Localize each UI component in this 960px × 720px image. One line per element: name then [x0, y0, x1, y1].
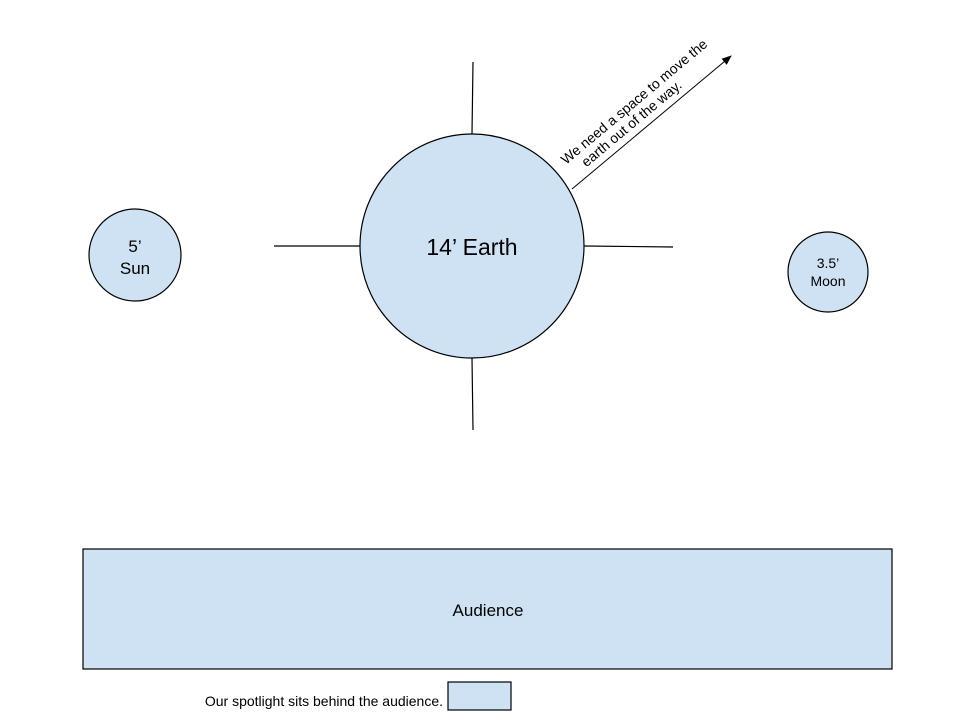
move-earth-arrow [571, 55, 732, 190]
audience-box [82, 548, 893, 670]
audience-label: Audience [453, 601, 524, 620]
sun-circle [88, 208, 182, 302]
note-line-2: earth out of the way. [578, 77, 685, 170]
spotlight-swatch [447, 681, 512, 711]
moon-size-label: 3.5’ [817, 255, 840, 271]
note-line-1: We need a space to move the [558, 36, 711, 168]
spotlight-caption: Our spotlight sits behind the audience. [205, 693, 443, 709]
earth-axis-top [471, 61, 474, 135]
earth-label: 14’ Earth [426, 234, 517, 260]
moon-circle [787, 231, 869, 313]
earth-circle [359, 133, 585, 359]
earth-axis-right [583, 245, 674, 248]
sun-size-label: 5’ [128, 237, 141, 256]
move-earth-note: We need a space to move the earth out of… [558, 36, 711, 170]
moon-name-label: Moon [810, 273, 845, 289]
sun-name-label: Sun [120, 259, 150, 278]
earth-axis-bottom [471, 357, 474, 431]
